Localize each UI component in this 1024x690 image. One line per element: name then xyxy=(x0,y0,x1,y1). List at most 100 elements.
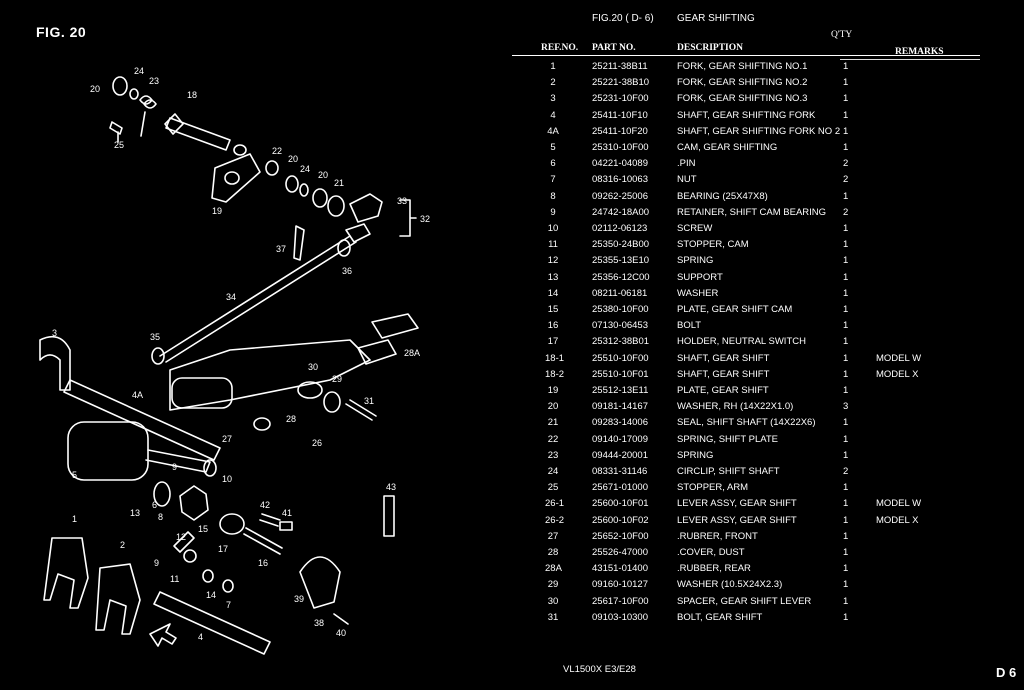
callout-number: 17 xyxy=(218,544,228,554)
shift-fork-3 xyxy=(39,335,71,391)
callout-number: 10 xyxy=(222,474,232,484)
ref-no-cell: 28A xyxy=(545,563,562,575)
part-no-cell: 25211-38B11 xyxy=(592,61,648,72)
col-header-desc: DESCRIPTION xyxy=(677,43,743,53)
callout-number: 2 xyxy=(120,540,125,550)
qty-cell: 1 xyxy=(843,304,849,315)
part-no-cell: 25526-47000 xyxy=(592,547,648,558)
callout-number: 13 xyxy=(130,508,140,518)
qty-cell: 1 xyxy=(843,239,849,251)
callout-number: 29 xyxy=(332,374,342,384)
figure-header-title: GEAR SHIFTING xyxy=(677,13,755,24)
ref-no-cell: 20 xyxy=(547,401,559,413)
shift-fork-2 xyxy=(95,563,141,635)
callout-number: 8 xyxy=(158,512,163,522)
neutral-switch-holder xyxy=(219,513,245,535)
stopper-part xyxy=(109,121,123,143)
description-cell: SUPPORT xyxy=(677,271,723,283)
qty-cell: 2 xyxy=(843,206,849,218)
callout-number: 6 xyxy=(152,500,157,510)
qty-cell: 1 xyxy=(843,109,849,121)
ref-no-cell: 19 xyxy=(547,385,559,396)
part-no-cell: 09103-10300 xyxy=(592,611,648,623)
qty-cell: 1 xyxy=(843,287,849,299)
ref-no-cell: 14 xyxy=(547,287,559,299)
rubber-front xyxy=(171,377,233,409)
remarks-cell: MODEL X xyxy=(876,368,919,380)
callout-number: 40 xyxy=(336,628,346,638)
callout-number: 42 xyxy=(260,500,270,510)
part-no-cell: 25617-10F00 xyxy=(592,595,649,607)
callout-number: 35 xyxy=(150,332,160,342)
qty-cell: 1 xyxy=(843,142,849,153)
qty-cell: 1 xyxy=(843,77,849,89)
callout-number: 9 xyxy=(154,558,159,568)
qty-cell: 1 xyxy=(843,482,849,494)
callout-number: 24 xyxy=(134,66,144,76)
description-cell: FORK, GEAR SHIFTING NO.1 xyxy=(677,61,808,72)
callout-number: 16 xyxy=(258,558,268,568)
qty-cell: 1 xyxy=(843,223,849,234)
callout-number: 18 xyxy=(187,90,197,100)
gear-shift-bolt xyxy=(345,399,377,421)
description-cell: BOLT, GEAR SHIFT xyxy=(677,611,763,623)
callout-number: 11 xyxy=(170,574,179,584)
ref-no-cell: 12 xyxy=(547,255,559,267)
shift-plate xyxy=(211,153,261,203)
fork-shaft-4a xyxy=(63,379,221,461)
qty-cell: 1 xyxy=(843,61,849,72)
description-cell: FORK, GEAR SHIFTING NO.2 xyxy=(677,77,808,89)
description-cell: STOPPER, CAM xyxy=(677,239,749,251)
ref-no-cell: 9 xyxy=(550,206,556,218)
part-no-cell: 09262-25006 xyxy=(592,190,648,202)
ref-no-cell: 18-1 xyxy=(545,352,565,364)
qty-cell: 1 xyxy=(843,336,849,348)
qty-cell: 1 xyxy=(843,611,849,623)
qty-cell: 1 xyxy=(843,449,849,461)
callout-number: 28 xyxy=(286,414,296,424)
part-no-cell: 25512-13E11 xyxy=(592,385,649,396)
page-number: D 6 xyxy=(996,665,1017,680)
part-no-cell: 25350-24B00 xyxy=(592,239,650,251)
description-cell: LEVER ASSY, GEAR SHIFT xyxy=(677,498,797,510)
callout-number: 20 xyxy=(318,170,328,180)
callout-number: 25 xyxy=(114,140,124,150)
qty-cell: 3 xyxy=(843,401,849,413)
callout-number: 21 xyxy=(334,178,344,188)
ref-no-cell: 26-2 xyxy=(545,514,565,526)
part-no-cell: 09140-17009 xyxy=(592,433,648,445)
qty-cell: 1 xyxy=(843,417,849,429)
callout-number: 3 xyxy=(52,328,57,338)
callout-number: 24 xyxy=(300,164,310,174)
ref-no-cell: 15 xyxy=(547,304,559,315)
description-cell: STOPPER, ARM xyxy=(677,482,749,494)
callout-number: 22 xyxy=(272,146,282,156)
part-no-cell: 25310-10F00 xyxy=(592,142,649,153)
part-no-cell: 04221-04089 xyxy=(592,158,648,170)
shift-fork-1 xyxy=(43,537,89,609)
callout-number: 28A xyxy=(404,348,420,358)
qty-cell: 1 xyxy=(843,255,849,267)
callout-number: 34 xyxy=(226,292,236,302)
part-no-cell: 25652-10F00 xyxy=(592,530,649,542)
qty-cell: 1 xyxy=(843,498,849,510)
ref-no-cell: 10 xyxy=(547,223,559,234)
description-cell: WASHER (10.5X24X2.3) xyxy=(677,579,783,591)
qty-cell: 1 xyxy=(843,271,849,283)
part-no-cell: 08211-06181 xyxy=(592,287,648,299)
ref-no-cell: 30 xyxy=(547,595,559,607)
callout-number: 38 xyxy=(314,618,324,628)
description-cell: HOLDER, NEUTRAL SWITCH xyxy=(677,336,806,348)
ref-no-cell: 2 xyxy=(550,77,556,89)
description-cell: .RUBRER, FRONT xyxy=(677,530,758,542)
part-no-cell: 08331-31146 xyxy=(592,466,648,477)
part-no-cell: 25355-13E10 xyxy=(592,255,650,267)
qty-cell: 1 xyxy=(843,93,849,105)
qty-cell: 1 xyxy=(843,352,849,364)
ref-no-cell: 24 xyxy=(547,466,559,477)
description-cell: .PIN xyxy=(677,158,696,170)
dust-cover xyxy=(253,417,271,431)
callout-number: 23 xyxy=(149,76,159,86)
qty-cell: 2 xyxy=(843,174,849,186)
